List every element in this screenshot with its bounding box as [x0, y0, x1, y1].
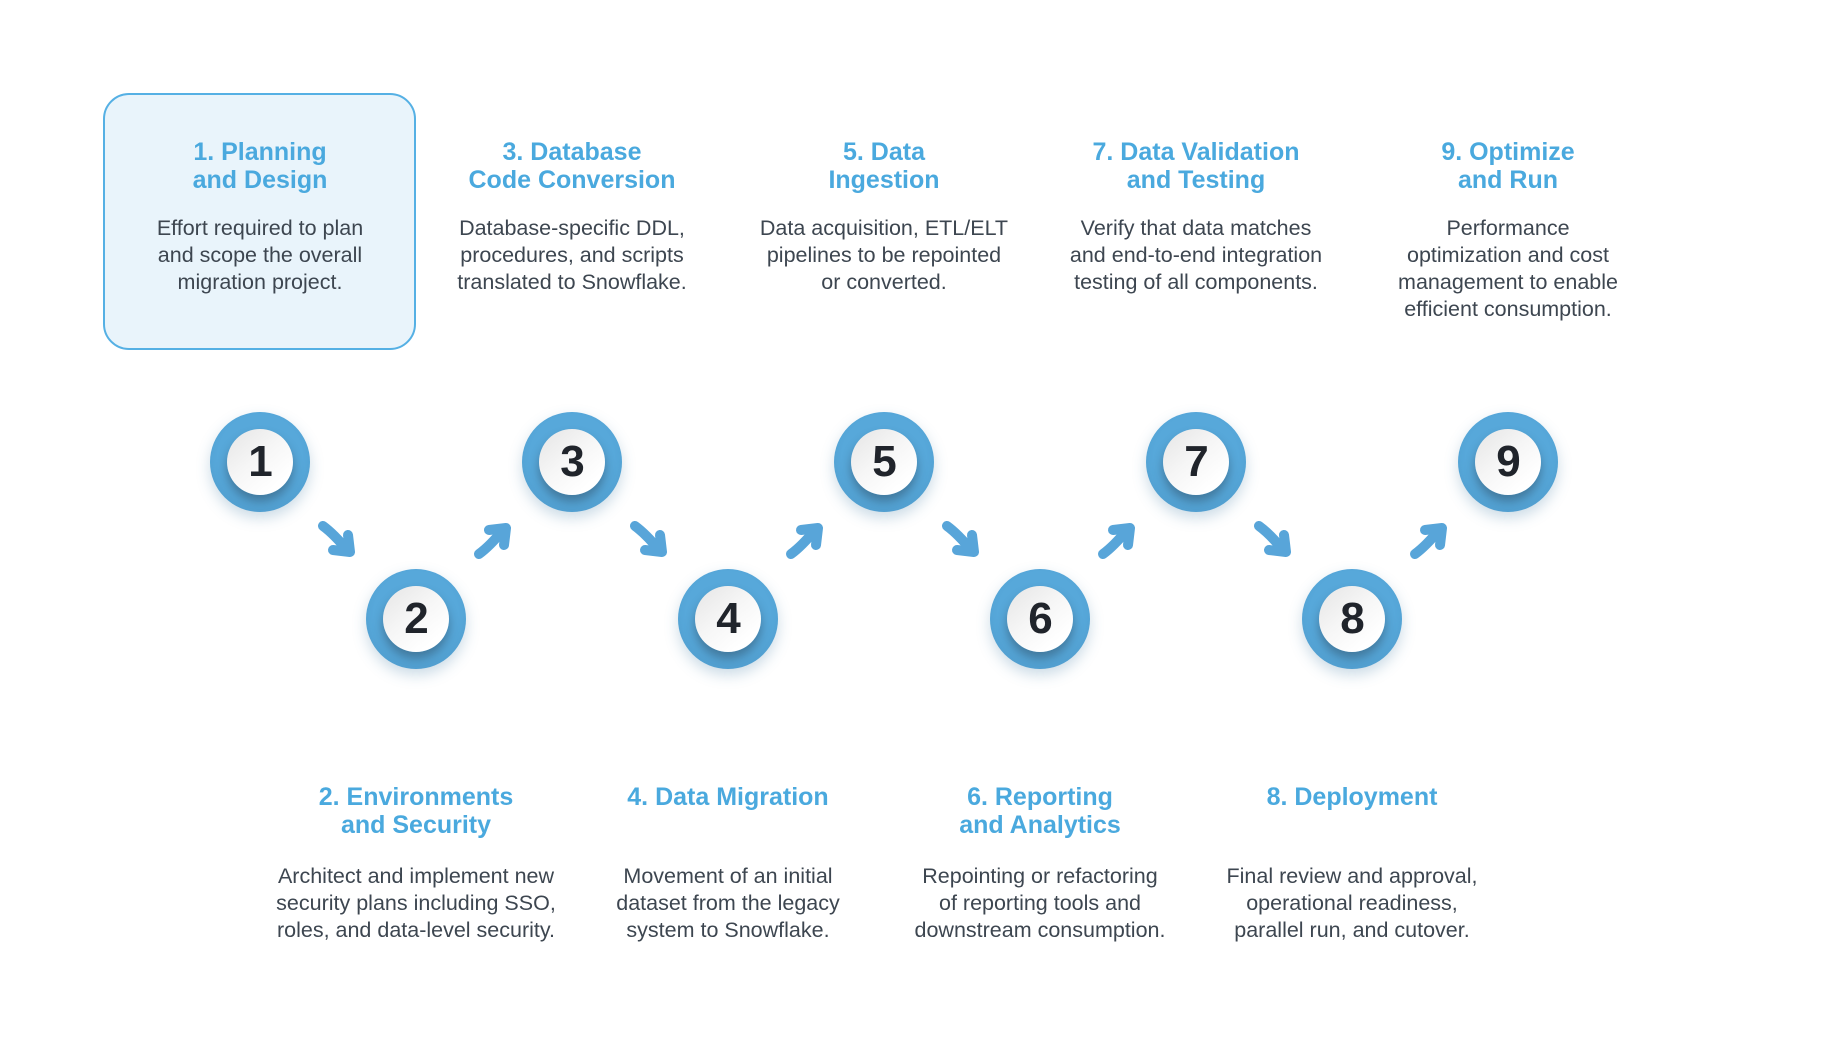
arrow-5-to-6-icon — [938, 516, 986, 564]
step-1-number: 1 — [227, 429, 293, 495]
arrow-7-to-8-icon — [1250, 516, 1298, 564]
step-5-description: Data acquisition, ETL/ELT pipelines to b… — [759, 216, 1009, 294]
step-2-title: 2. Environments and Security — [318, 783, 514, 839]
step-5-text-block: 5. Data Ingestion Data acquisition, ETL/… — [724, 138, 1044, 296]
step-7-title: 7. Data Validation and Testing — [1092, 138, 1300, 194]
arrow-4-to-5-icon — [782, 516, 830, 564]
step-3-title: 3. Database Code Conversion — [468, 138, 676, 194]
step-4-circle: 4 — [678, 569, 778, 669]
arrow-8-to-9-icon — [1406, 516, 1454, 564]
arrow-1-to-2-icon — [314, 516, 362, 564]
step-3-number: 3 — [539, 429, 605, 495]
step-6-description: Repointing or refactoring of reporting t… — [914, 864, 1166, 942]
step-1-highlight-box — [103, 93, 416, 350]
step-7-circle: 7 — [1146, 412, 1246, 512]
step-9-circle: 9 — [1458, 412, 1558, 512]
step-7-description: Verify that data matches and end-to-end … — [1069, 216, 1323, 294]
step-1-text-block: 1. Planning and Design Effort required t… — [100, 138, 420, 296]
step-2-description: Architect and implement new security pla… — [276, 864, 556, 942]
step-1-circle: 1 — [210, 412, 310, 512]
step-1-description: Effort required to plan and scope the ov… — [156, 216, 364, 294]
arrow-2-to-3-icon — [470, 516, 518, 564]
step-7-number: 7 — [1163, 429, 1229, 495]
step-5-number: 5 — [851, 429, 917, 495]
step-9-description: Performance optimization and cost manage… — [1398, 216, 1618, 321]
step-8-description: Final review and approval, operational r… — [1226, 864, 1478, 942]
step-7-text-block: 7. Data Validation and Testing Verify th… — [1036, 138, 1356, 296]
step-5-circle: 5 — [834, 412, 934, 512]
step-3-description: Database-specific DDL, procedures, and s… — [457, 216, 687, 294]
step-9-text-block: 9. Optimize and Run Performance optimiza… — [1348, 138, 1668, 323]
step-3-text-block: 3. Database Code Conversion Database-spe… — [412, 138, 732, 296]
arrow-6-to-7-icon — [1094, 516, 1142, 564]
step-4-title: 4. Data Migration — [627, 783, 829, 811]
step-8-circle: 8 — [1302, 569, 1402, 669]
step-1-title: 1. Planning and Design — [192, 138, 328, 194]
step-9-number: 9 — [1475, 429, 1541, 495]
arrow-3-to-4-icon — [626, 516, 674, 564]
step-4-description: Movement of an initial dataset from the … — [616, 864, 840, 942]
step-6-number: 6 — [1007, 586, 1073, 652]
step-6-circle: 6 — [990, 569, 1090, 669]
step-8-text-block: 8. Deployment Final review and approval,… — [1192, 783, 1512, 944]
step-2-circle: 2 — [366, 569, 466, 669]
step-9-title: 9. Optimize and Run — [1441, 138, 1575, 194]
step-8-number: 8 — [1319, 586, 1385, 652]
step-6-title: 6. Reporting and Analytics — [959, 783, 1121, 839]
step-4-text-block: 4. Data Migration Movement of an initial… — [568, 783, 888, 944]
step-4-number: 4 — [695, 586, 761, 652]
step-6-text-block: 6. Reporting and Analytics Repointing or… — [880, 783, 1200, 944]
step-8-title: 8. Deployment — [1266, 783, 1438, 811]
step-2-text-block: 2. Environments and Security Architect a… — [256, 783, 576, 944]
step-3-circle: 3 — [522, 412, 622, 512]
step-5-title: 5. Data Ingestion — [828, 138, 940, 194]
step-2-number: 2 — [383, 586, 449, 652]
